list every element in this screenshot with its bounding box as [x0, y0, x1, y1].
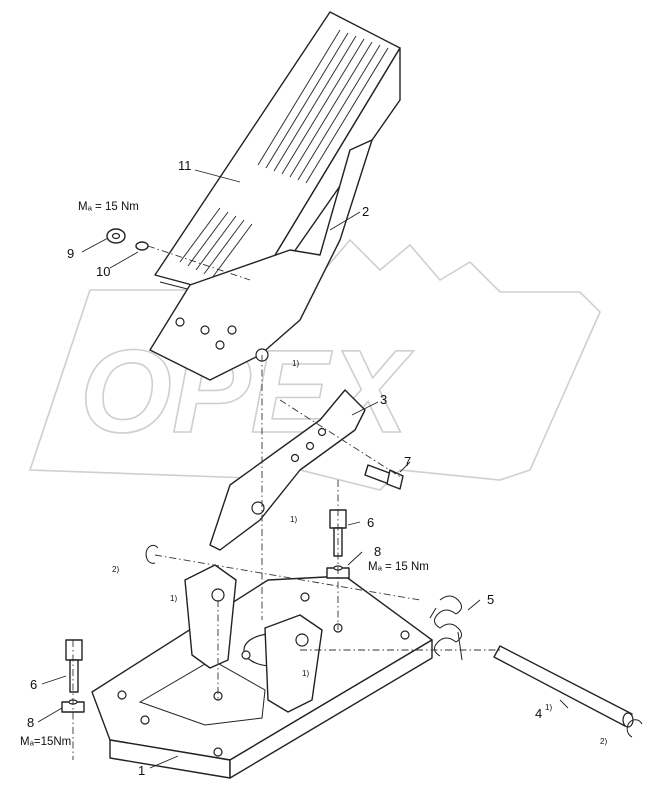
bolt-7: [364, 464, 404, 490]
nut-8-lower: [61, 699, 85, 713]
callout-11: 11: [178, 158, 192, 173]
torque-top: Mₐ = 15 Nm: [78, 201, 139, 213]
callout-labels: 11 2 3 7 6 8 5 4 6 8 1 9 10: [27, 158, 542, 778]
nut-9: [106, 228, 126, 244]
note-1-pedal: 1): [292, 359, 299, 368]
spring-5: [429, 595, 463, 661]
note-2-right: 2): [600, 737, 607, 746]
note-1-right-lug: 1): [302, 669, 309, 678]
callout-8-upper: 8: [374, 544, 381, 559]
circlip-left: [145, 544, 159, 564]
washer-10: [135, 241, 149, 251]
callout-4: 4: [535, 706, 542, 721]
note-1-bracket: 1): [290, 515, 297, 524]
bolt-6-lower: [65, 639, 83, 693]
pedal-arm: [149, 139, 373, 381]
circlip-right: [626, 719, 643, 738]
torque-specs: Mₐ = 15 Nm Mₐ = 15 Nm Mₐ=15Nm: [20, 201, 429, 748]
callout-3: 3: [380, 392, 387, 407]
callout-6-lower: 6: [30, 677, 37, 692]
pedal-grip-slots: [179, 29, 389, 279]
base-plate: [91, 564, 433, 779]
assembly-lines: [72, 245, 500, 760]
callout-1: 1: [138, 763, 145, 778]
callout-5: 5: [487, 592, 494, 607]
torque-mid: Mₐ = 15 Nm: [368, 561, 429, 573]
callout-7: 7: [404, 454, 411, 469]
callout-6-upper: 6: [367, 515, 374, 530]
pedal-plate: [154, 11, 401, 316]
note-1-pin: 1): [545, 703, 552, 712]
callout-10: 10: [96, 264, 110, 279]
leader-lines: [37, 169, 569, 769]
footnote-markers: 1) 1) 1) 1) 1) 2) 2): [112, 359, 607, 746]
pin-4: [493, 645, 634, 728]
lever-bracket: [209, 389, 366, 551]
note-1-left-lug: 1): [170, 594, 177, 603]
callout-8-lower: 8: [27, 715, 34, 730]
callout-2: 2: [362, 204, 369, 219]
note-2-left: 2): [112, 565, 119, 574]
callout-9: 9: [67, 246, 74, 261]
torque-bottom: Mₐ=15Nm: [20, 736, 71, 748]
